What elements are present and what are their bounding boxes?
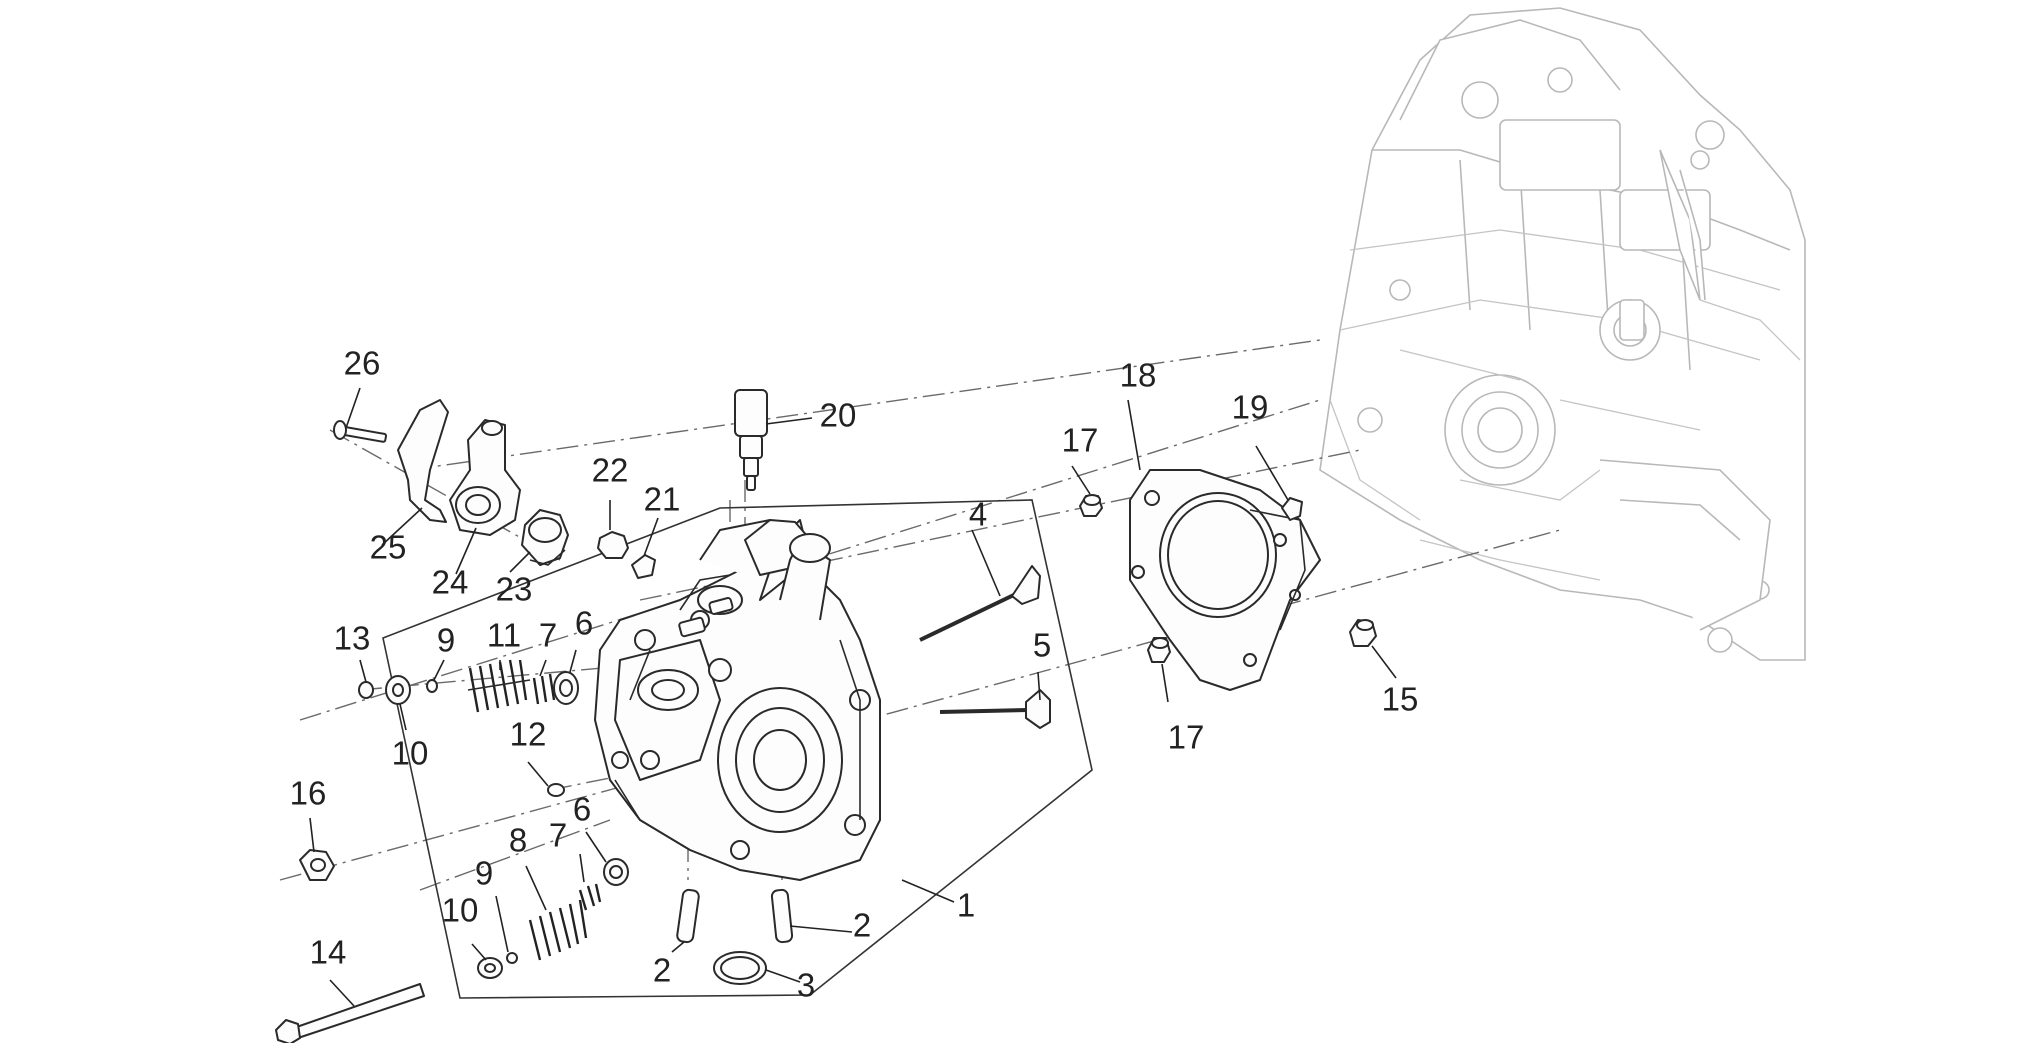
callout-24: 24 <box>432 564 469 601</box>
leader-lines <box>309 387 1397 1007</box>
callout-23: 23 <box>496 571 533 608</box>
part-2-dowel-left <box>676 888 700 944</box>
callout-14: 14 <box>310 934 347 971</box>
engine-block-ghost <box>1319 7 1806 661</box>
callout-7: 7 <box>549 817 567 854</box>
part-5-valve <box>939 689 1051 729</box>
part-21-sensor <box>631 554 656 579</box>
callout-4: 4 <box>969 496 987 533</box>
part-9-keeper-bottom <box>506 952 518 964</box>
part-12-pin <box>547 783 565 797</box>
part-25-bracket <box>397 399 449 523</box>
callout-18: 18 <box>1120 357 1157 394</box>
part-9-keeper-top <box>426 679 438 693</box>
callout-8: 8 <box>509 822 527 859</box>
part-26-bolt <box>333 420 388 443</box>
callout-22: 22 <box>592 452 629 489</box>
part-7-spring-bottom <box>578 883 602 911</box>
callout-3: 3 <box>797 967 815 1004</box>
part-10-retainer-bottom <box>477 957 503 979</box>
callout-16: 16 <box>290 775 327 812</box>
part-17-dowel-top <box>1079 494 1103 517</box>
part-24-thermostat-housing <box>449 419 521 536</box>
part-14-long-bolt <box>275 983 425 1045</box>
cylinder-head <box>594 519 881 881</box>
callout-6: 6 <box>575 605 593 642</box>
part-16-nut <box>299 849 335 881</box>
callout-5: 5 <box>1033 627 1051 664</box>
assembly-frame <box>382 499 1093 999</box>
callout-7: 7 <box>539 617 557 654</box>
part-13-cap <box>358 681 374 699</box>
callout-1: 1 <box>957 887 975 924</box>
callout-6: 6 <box>573 791 591 828</box>
callout-11: 11 <box>487 617 521 654</box>
part-17-dowel-bottom <box>1147 637 1171 663</box>
callout-19: 19 <box>1232 389 1269 426</box>
callout-26: 26 <box>344 345 381 382</box>
callout-2: 2 <box>853 907 871 944</box>
part-15-dowel <box>1349 619 1377 647</box>
part-10-retainer-top <box>385 675 411 705</box>
callout-25: 25 <box>370 529 407 566</box>
part-6-washer-bottom <box>603 858 629 886</box>
callout-2: 2 <box>653 952 671 989</box>
part-20-temp-sensor <box>734 389 768 491</box>
callout-15: 15 <box>1382 681 1419 718</box>
part-22-cap <box>597 531 629 559</box>
callout-9: 9 <box>475 855 493 892</box>
callout-12: 12 <box>510 716 547 753</box>
callout-10: 10 <box>392 735 429 772</box>
callout-13: 13 <box>334 620 371 657</box>
callout-20: 20 <box>820 397 857 434</box>
callout-21: 21 <box>644 481 681 518</box>
part-4-valve <box>919 565 1041 642</box>
part-7-spring-top <box>532 673 556 705</box>
part-6-washer-top <box>553 671 579 705</box>
part-11-spring-top <box>467 659 531 713</box>
part-23-thermostat <box>521 509 569 566</box>
part-8-spring-bottom <box>528 899 588 961</box>
callout-17: 17 <box>1168 719 1205 756</box>
part-18-head-gasket <box>1129 469 1321 691</box>
callout-labels: 1 2 2 3 4 5 6 6 7 7 8 9 9 10 10 11 12 13… <box>290 345 1419 1004</box>
part-19-dowel <box>1281 497 1303 521</box>
callout-9: 9 <box>437 622 455 659</box>
part-2-dowel-right <box>770 888 794 944</box>
part-3-o-ring <box>713 951 767 985</box>
callout-10: 10 <box>442 892 479 929</box>
callout-17: 17 <box>1062 422 1099 459</box>
